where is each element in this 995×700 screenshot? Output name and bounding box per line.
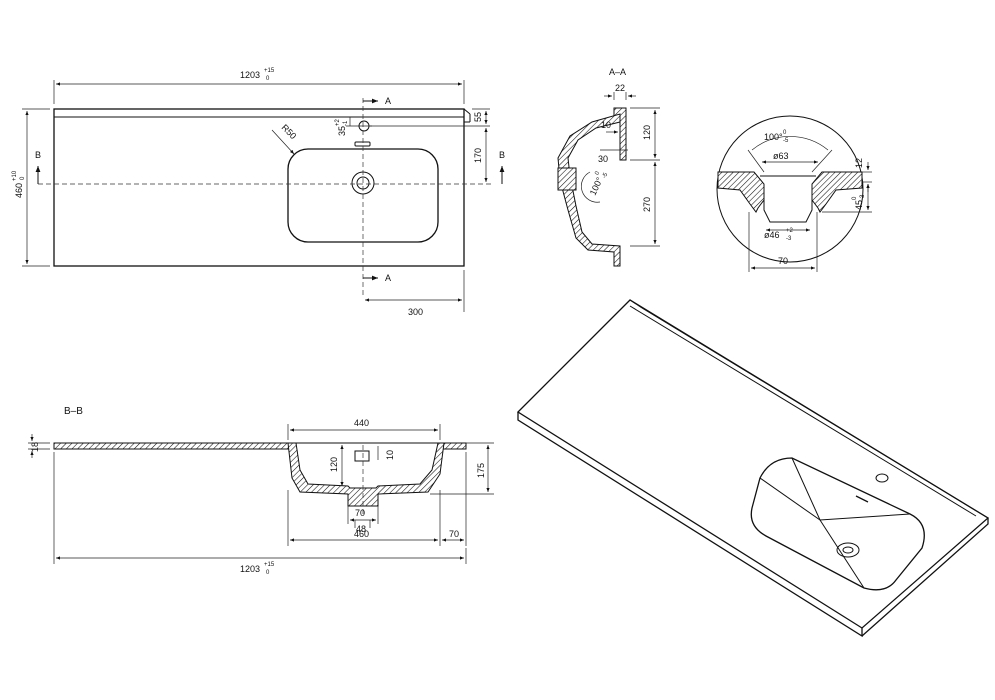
top-length-value: 1203 [240,70,260,80]
svg-text:-3: -3 [786,236,792,242]
bowl-offset-value: 300 [408,307,423,317]
svg-text:460: 460 [354,529,369,539]
countertop-outline [53,108,465,267]
svg-text:+15: +15 [264,562,275,568]
iso-tap-hole-icon [875,473,889,483]
svg-text:0: 0 [266,570,270,576]
svg-text:+2: +2 [786,228,794,234]
section-aa-title: A–A [609,67,626,77]
svg-text:70: 70 [778,256,788,266]
svg-text:+10: +10 [12,170,18,181]
section-aa-wall [557,113,621,267]
svg-text:70: 70 [449,529,459,539]
section-b-label-right: B [499,150,505,160]
back-edge-value: 55 [473,112,483,122]
iso-drain-icon [836,542,860,558]
svg-text:ø46: ø46 [764,230,780,240]
svg-text:0: 0 [783,130,787,136]
tap-offset-value: 35 [337,126,347,136]
svg-text:100°: 100° [764,132,783,142]
section-a-label-top: A [385,96,391,106]
svg-text:-5: -5 [783,138,789,144]
svg-text:18: 18 [30,442,40,452]
svg-text:-1: -1 [343,120,349,126]
top-view: A A B B 1203 +15 0 460 +10 0 R50 [12,68,505,317]
svg-text:440: 440 [354,418,369,428]
svg-text:48: 48 [356,524,366,534]
section-bb-bowl [287,442,445,507]
svg-text:-3: -3 [860,194,866,200]
svg-text:175: 175 [476,463,486,478]
svg-text:12: 12 [854,158,864,168]
svg-text:100°: 100° [588,175,605,196]
svg-text:ø63: ø63 [773,151,789,161]
section-bb-title: B–B [64,406,83,417]
section-a-label-bottom: A [385,273,391,283]
section-b-label-left: B [35,150,41,160]
section-bb: B–B 18 440 120 10 [28,406,494,576]
drain-detail: 100° 0 -5 ø63 ø46 +2 -3 70 12 45 0 -3 [716,115,872,272]
top-depth-value: 460 [14,183,24,198]
svg-text:0: 0 [594,170,601,176]
isometric-view [516,299,990,638]
svg-text:0: 0 [20,176,26,180]
bb-length-value: 1203 [240,564,260,574]
svg-text:30: 30 [598,154,608,164]
svg-text:0: 0 [852,196,858,200]
iso-bowl-rim [750,457,925,591]
overflow-channel [354,450,370,462]
section-aa: A–A 22 10 30 120 270 100° 0 -5 [557,67,660,267]
iso-overflow-slot [855,495,869,503]
svg-text:10: 10 [601,120,611,130]
svg-text:120: 120 [642,125,652,140]
svg-text:0: 0 [266,76,270,82]
svg-text:45: 45 [854,200,864,210]
bowl-radius-value: R50 [280,122,299,141]
svg-text:+15: +15 [264,68,275,74]
svg-text:22: 22 [615,83,625,93]
svg-text:10: 10 [385,450,395,460]
svg-text:-5: -5 [602,172,610,180]
iso-backsplash [641,307,989,519]
detail-circle [716,115,864,263]
svg-text:70: 70 [355,508,365,518]
svg-text:120: 120 [329,457,339,472]
overflow-slot [354,141,371,147]
svg-text:270: 270 [642,197,652,212]
svg-text:+2: +2 [335,118,341,126]
iso-countertop-front [517,412,863,638]
bowl-center-value: 170 [473,148,483,163]
